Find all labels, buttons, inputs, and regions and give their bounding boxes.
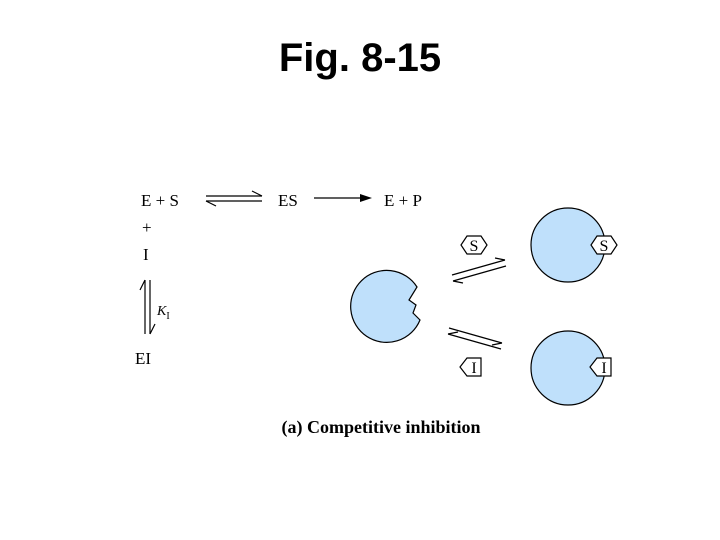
binding-arrows-substrate <box>451 257 507 284</box>
enzyme-illustration: S S I I <box>350 207 618 406</box>
reaction-scheme: E + S ES E + P + I KI EI <box>135 190 422 368</box>
plus-sign: + <box>142 218 152 237</box>
free-inhibitor: I <box>459 357 482 377</box>
figure-caption: (a) Competitive inhibition <box>281 417 480 438</box>
inhibitor-label: I <box>143 245 149 264</box>
products-label: E + P <box>384 191 422 210</box>
bound-substrate: S <box>590 235 618 255</box>
equilibrium-arrow-es <box>205 190 263 207</box>
complex-label: ES <box>278 191 298 210</box>
bound-inhibitor: I <box>589 357 612 377</box>
bound-inhibitor-label: I <box>601 360 606 377</box>
bound-substrate-label: S <box>600 238 609 255</box>
forward-arrow <box>314 194 372 202</box>
free-enzyme <box>350 269 421 343</box>
free-substrate-label: S <box>470 238 479 255</box>
binding-arrows-inhibitor <box>447 327 503 350</box>
free-inhibitor-label: I <box>471 360 476 377</box>
reactants-label: E + S <box>141 191 179 210</box>
inhibited-complex-label: EI <box>135 349 151 368</box>
free-substrate: S <box>460 235 488 255</box>
page-title: Fig. 8-15 <box>278 36 442 80</box>
dissociation-constant: KI <box>156 304 170 322</box>
equilibrium-arrow-ei <box>139 279 156 335</box>
